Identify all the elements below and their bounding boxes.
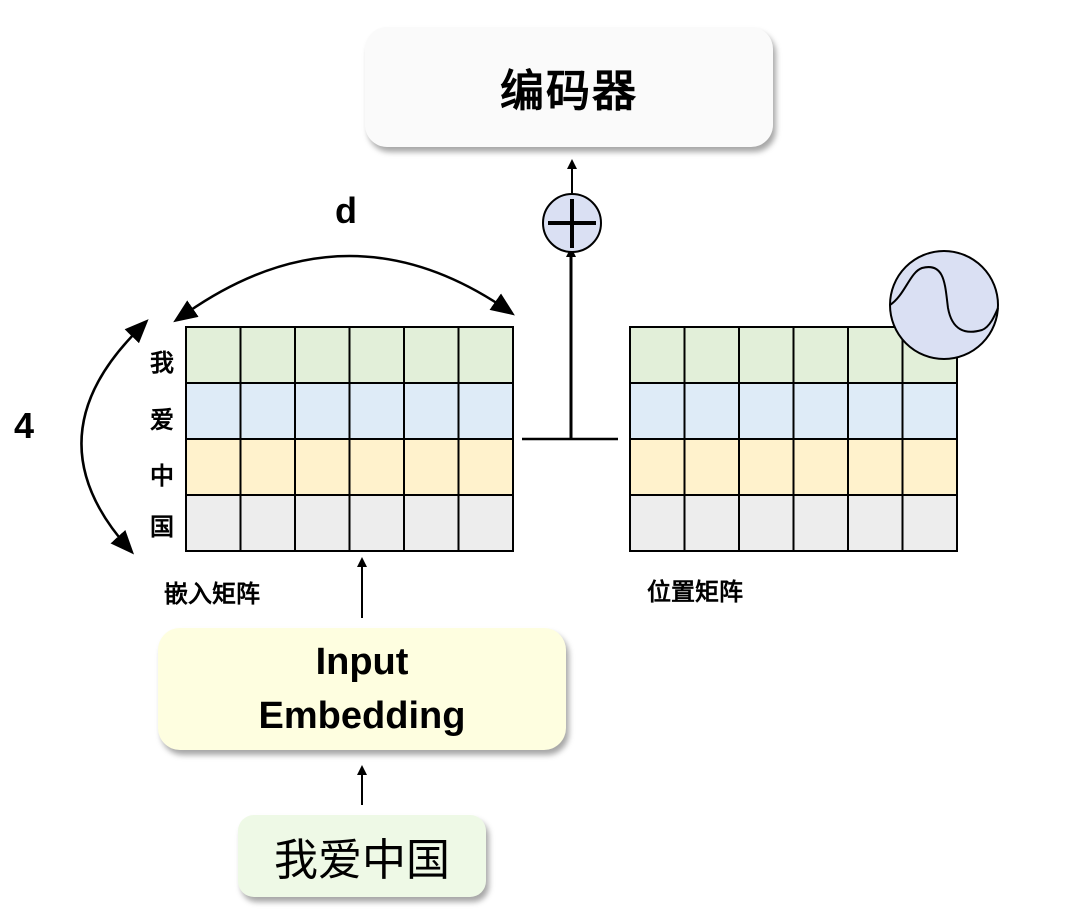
position-matrix-cell-r3-c0 <box>629 494 686 552</box>
dimension-arc-arrow <box>173 254 515 323</box>
position-matrix-cell-r1-c2 <box>738 382 795 440</box>
embedding-matrix-cell-r1-c0 <box>185 382 242 440</box>
position-matrix-cell-r2-c3 <box>792 438 849 496</box>
position-matrix-cell-r0-c1 <box>683 326 740 384</box>
row-label-0: 我 <box>150 349 174 377</box>
embedding-matrix-cell-r0-c5 <box>457 326 514 384</box>
embedding-matrix-cell-r1-c4 <box>403 382 460 440</box>
embedding-matrix-cell-r2-c4 <box>403 438 460 496</box>
position-matrix-cell-r3-c2 <box>738 494 795 552</box>
position-matrix-cell-r2-c4 <box>847 438 904 496</box>
embedding-matrix-caption: 嵌入矩阵 <box>164 580 260 608</box>
sequence-length-arc-arrow <box>80 319 149 555</box>
input-embedding-label-line2: Embedding <box>258 695 466 737</box>
position-matrix-cell-r1-c4 <box>847 382 904 440</box>
embedding-matrix-cell-r1-c3 <box>348 382 405 440</box>
embedding-matrix-cell-r0-c3 <box>348 326 405 384</box>
position-matrix-cell-r0-c2 <box>738 326 795 384</box>
embedding-matrix-cell-r3-c3 <box>348 494 405 552</box>
embedding-matrix-cell-r0-c1 <box>239 326 296 384</box>
embedding-matrix-cell-r0-c0 <box>185 326 242 384</box>
embedding-matrix-cell-r2-c5 <box>457 438 514 496</box>
position-matrix-cell-r1-c5 <box>901 382 958 440</box>
dimension-label: d <box>335 190 357 231</box>
embedding-matrix-cell-r2-c1 <box>239 438 296 496</box>
row-label-3: 国 <box>150 513 174 541</box>
row-label-2: 中 <box>150 462 174 490</box>
position-matrix-cell-r1-c3 <box>792 382 849 440</box>
position-matrix-cell-r2-c0 <box>629 438 686 496</box>
plus-circle-icon <box>542 193 602 253</box>
input-embedding-label-line1: Input <box>315 641 409 683</box>
embedding-matrix-cell-r2-c2 <box>294 438 351 496</box>
embedding-matrix-cell-r2-c0 <box>185 438 242 496</box>
position-matrix-cell-r3-c3 <box>792 494 849 552</box>
position-matrix-grid <box>629 326 958 552</box>
embedding-matrix-cell-r3-c2 <box>294 494 351 552</box>
encoder-box: 编码器 <box>365 27 773 147</box>
embedding-matrix-cell-r3-c5 <box>457 494 514 552</box>
embedding-matrix-cell-r1-c1 <box>239 382 296 440</box>
position-matrix-cell-r3-c5 <box>901 494 958 552</box>
position-matrix-cell-r3-c1 <box>683 494 740 552</box>
embedding-matrix-cell-r1-c5 <box>457 382 514 440</box>
position-matrix-cell-r2-c2 <box>738 438 795 496</box>
input-text-box: 我爱中国 <box>238 815 486 897</box>
embedding-matrix-cell-r1-c2 <box>294 382 351 440</box>
sine-wave-icon <box>889 250 999 360</box>
encoder-label: 编码器 <box>500 66 638 117</box>
input-embedding-box: Input Embedding <box>158 628 566 750</box>
position-matrix-cell-r3-c4 <box>847 494 904 552</box>
position-matrix-cell-r0-c4 <box>847 326 904 384</box>
embedding-matrix-cell-r3-c0 <box>185 494 242 552</box>
position-matrix-cell-r2-c1 <box>683 438 740 496</box>
embedding-matrix-grid <box>185 326 514 552</box>
embedding-matrix-cell-r0-c2 <box>294 326 351 384</box>
position-matrix-cell-r0-c3 <box>792 326 849 384</box>
sequence-length-label: 4 <box>14 405 35 446</box>
position-matrix-caption: 位置矩阵 <box>647 578 743 606</box>
position-matrix-cell-r1-c1 <box>683 382 740 440</box>
embedding-matrix-cell-r0-c4 <box>403 326 460 384</box>
row-label-1: 爱 <box>150 406 174 434</box>
position-matrix-cell-r1-c0 <box>629 382 686 440</box>
embedding-matrix-cell-r2-c3 <box>348 438 405 496</box>
embedding-matrix-cell-r3-c4 <box>403 494 460 552</box>
position-matrix-cell-r0-c0 <box>629 326 686 384</box>
embedding-matrix-cell-r3-c1 <box>239 494 296 552</box>
input-text-label: 我爱中国 <box>274 835 450 886</box>
position-matrix-cell-r2-c5 <box>901 438 958 496</box>
